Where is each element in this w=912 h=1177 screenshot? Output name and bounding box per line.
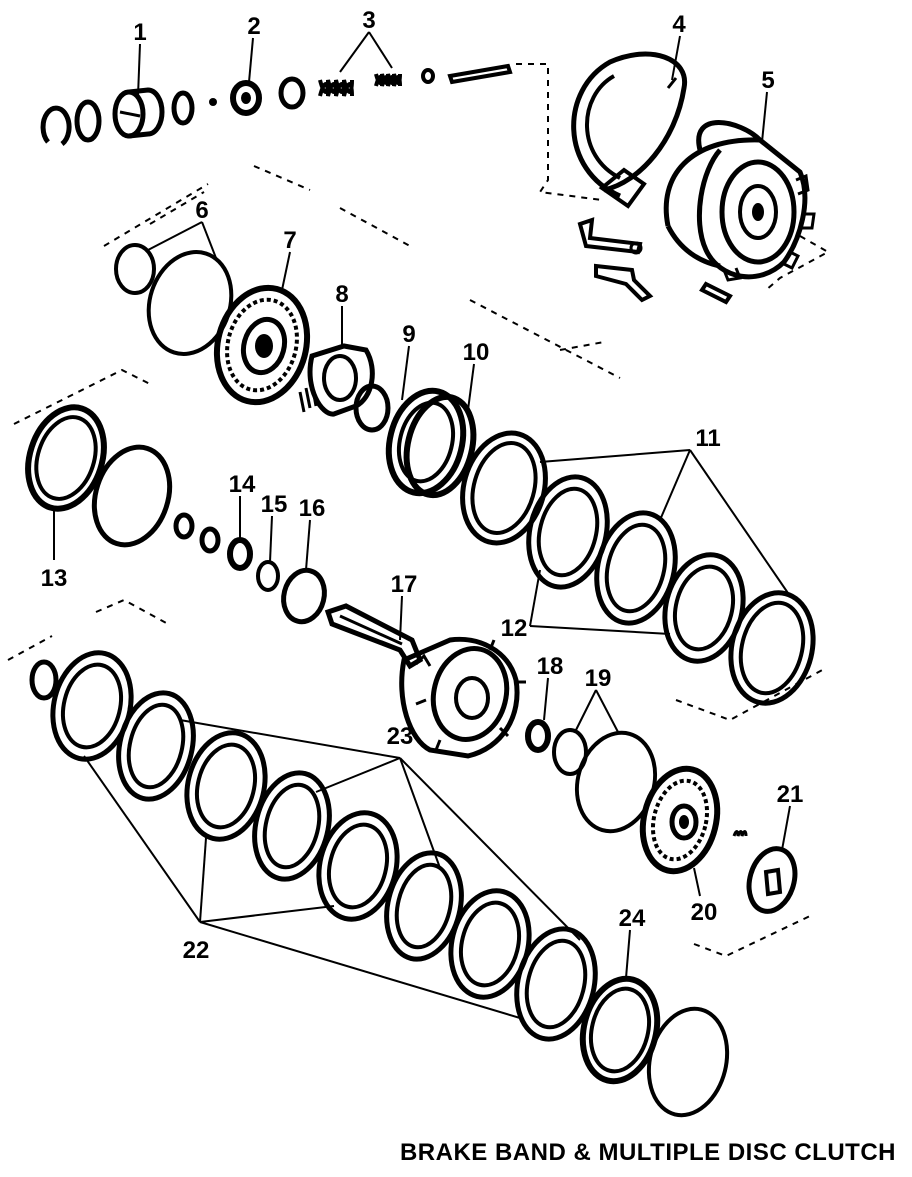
callout-15: 15 (261, 491, 288, 518)
steel-plate-part-12a (526, 474, 610, 590)
retainer-ring-part (278, 76, 306, 110)
steel-plate-part-22d (448, 888, 532, 1000)
washer-part-a (173, 512, 195, 540)
clutch-plate-part-10 (403, 393, 477, 499)
callout-3: 3 (362, 7, 375, 34)
apply-pin-part (447, 63, 513, 85)
small-spring-part-3 (374, 73, 402, 87)
servo-cover-part-2 (230, 80, 262, 116)
callout-22: 22 (183, 937, 210, 964)
bearing-part-14 (227, 537, 253, 571)
clutch-disc-part-23c (384, 850, 464, 962)
callout-7: 7 (283, 227, 296, 254)
small-seal-ring-part-6 (114, 243, 156, 295)
washer-part (421, 68, 435, 84)
servo-piston-part-1 (112, 87, 165, 139)
callout-8: 8 (335, 281, 348, 308)
callout-14: 14 (229, 471, 256, 498)
input-shaft-part-17 (324, 603, 526, 759)
callout-10: 10 (463, 339, 490, 366)
steel-plate-part-22c (316, 810, 400, 922)
callout-21: 21 (777, 781, 804, 808)
callout-19: 19 (585, 665, 612, 692)
pressure-plate-part-9 (385, 387, 467, 497)
clutch-disc-part-11b (594, 510, 678, 626)
seal-ring-part-13b (91, 444, 173, 548)
snap-ring-part-16 (281, 567, 327, 625)
thrust-washer-part-15 (256, 560, 280, 592)
diagram-caption: BRAKE BAND & MULTIPLE DISC CLUTCH (400, 1139, 896, 1166)
steel-plate-part-12b (662, 552, 746, 664)
brake-band-part-4 (571, 51, 688, 209)
clutch-drum-part-5 (663, 120, 816, 282)
callout-1: 1 (133, 19, 146, 46)
pressure-plate-part-13 (25, 404, 107, 512)
spring-retainer-part-21 (746, 846, 798, 914)
snap-ring-part-22a (29, 659, 59, 701)
clutch-piston-part-20 (639, 765, 721, 875)
callout-24: 24 (619, 905, 646, 932)
pressure-plate-part-24 (579, 975, 661, 1085)
seal-ring-part (74, 99, 102, 143)
callout-13: 13 (41, 565, 68, 592)
anchor-pin-part (699, 281, 733, 305)
washer-part-b (199, 526, 221, 554)
clutch-disc-part-23b (252, 770, 332, 882)
snap-ring-part-24b (646, 1006, 730, 1118)
band-lever-part (594, 263, 654, 303)
callout-12: 12 (501, 615, 528, 642)
bushing-part-18 (525, 719, 551, 753)
clutch-disc-part-23a (116, 690, 196, 802)
large-spring-part-3 (318, 79, 354, 97)
band-strut-part (577, 217, 643, 255)
steel-plate-part-22b (184, 730, 268, 842)
clutch-disc-part-11c (728, 590, 816, 706)
callout-16: 16 (299, 495, 326, 522)
clutch-disc-part-11a (460, 430, 548, 546)
steel-plate-part-22a (50, 650, 134, 762)
spring-retainer-part-8 (298, 343, 375, 417)
callout-2: 2 (247, 13, 260, 40)
callout-9: 9 (402, 321, 415, 348)
callout-4: 4 (672, 11, 686, 38)
callout-18: 18 (537, 653, 564, 680)
callout-23: 23 (387, 723, 414, 750)
snap-ring-part-8b (353, 383, 391, 433)
callout-20: 20 (691, 899, 718, 926)
small-spring-part-20b (732, 830, 748, 837)
clutch-piston-part-7 (213, 284, 311, 406)
small-seal-part-19 (552, 728, 588, 776)
callout-6: 6 (195, 197, 208, 224)
callout-17: 17 (391, 571, 418, 598)
o-ring-part (171, 90, 195, 126)
snap-ring-part (40, 105, 72, 146)
callout-5: 5 (761, 67, 774, 94)
callout-11: 11 (695, 425, 720, 452)
ball-part (209, 98, 217, 106)
